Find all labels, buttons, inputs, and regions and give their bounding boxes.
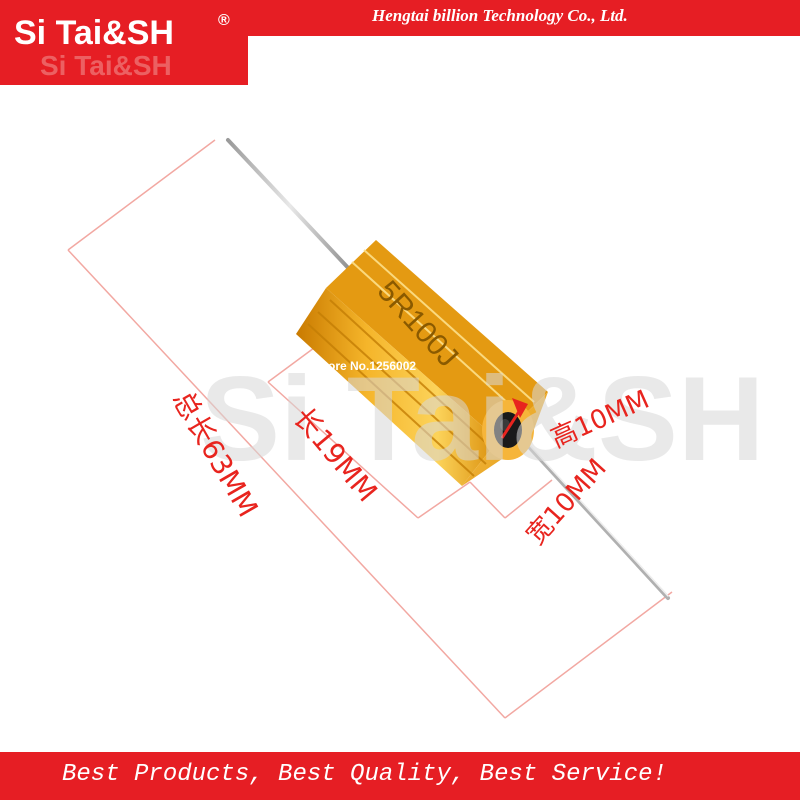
- registered-mark: ®: [218, 12, 230, 29]
- bottom-lead-wire: [506, 422, 670, 600]
- width-frame: [469, 479, 553, 519]
- slogan: Best Products, Best Quality, Best Servic…: [62, 761, 667, 788]
- header-strip: [248, 0, 800, 36]
- top-lead-wire: [226, 138, 354, 274]
- resistor-body: [296, 240, 548, 486]
- brand-name: Si Tai&SH: [14, 14, 174, 52]
- body-length-frame: [267, 344, 471, 519]
- footer-bar: Best Products, Best Quality, Best Servic…: [0, 752, 800, 800]
- brand-box: [0, 0, 248, 85]
- watermark: Si Tai&SH: [200, 352, 765, 486]
- red-arrow-icon: [500, 398, 528, 439]
- ghost-brand: Si Tai&SH: [40, 50, 172, 81]
- company-name: Hengtai billion Technology Co., Ltd.: [372, 6, 628, 25]
- total-length-frame: [67, 139, 673, 719]
- header-bar: Si Tai&SH ® Hengtai billion Technology C…: [0, 0, 800, 85]
- store-number: Store No.1256002: [316, 359, 416, 373]
